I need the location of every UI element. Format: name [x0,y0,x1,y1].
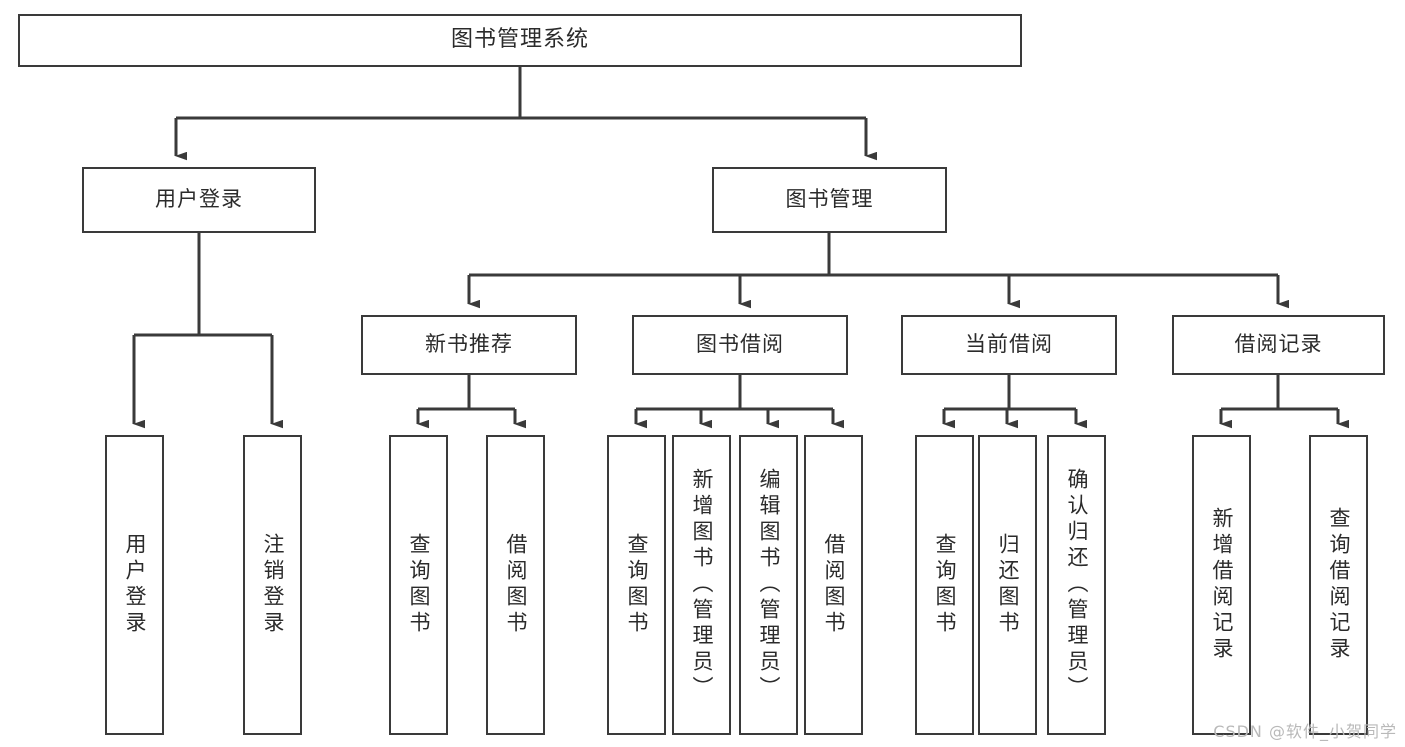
leaf-borrow-book-2-label: 借阅图书 [822,533,846,637]
leaf-query-book-2-label: 查询图书 [625,533,649,637]
leaf-borrow-book-2[interactable]: 借阅图书 [804,435,863,735]
node-book-borrow-label: 图书借阅 [696,332,784,357]
leaf-user-login-label: 用户登录 [123,533,147,637]
node-borrow-record-label: 借阅记录 [1234,332,1323,357]
leaf-query-book-1-label: 查询图书 [407,533,431,637]
node-current-borrow-label: 当前借阅 [965,332,1053,357]
leaf-add-book-label: 新增图书（管理员） [690,468,714,702]
leaf-query-record-label: 查询借阅记录 [1327,507,1351,663]
leaf-user-login[interactable]: 用户登录 [105,435,164,735]
node-current-borrow[interactable]: 当前借阅 [901,315,1117,375]
leaf-edit-book[interactable]: 编辑图书（管理员） [739,435,798,735]
leaf-return-book[interactable]: 归还图书 [978,435,1037,735]
node-user-login[interactable]: 用户登录 [82,167,316,233]
leaf-query-book-1[interactable]: 查询图书 [389,435,448,735]
node-book-manage-label: 图书管理 [785,187,874,212]
leaf-logout[interactable]: 注销登录 [243,435,302,735]
node-borrow-record[interactable]: 借阅记录 [1172,315,1385,375]
node-root[interactable]: 图书管理系统 [18,14,1022,67]
leaf-confirm-return-label: 确认归还（管理员） [1065,468,1089,702]
node-user-login-label: 用户登录 [155,187,243,212]
node-new-book-rec-label: 新书推荐 [425,332,513,357]
leaf-logout-label: 注销登录 [261,533,285,637]
leaf-query-book-3-label: 查询图书 [933,533,957,637]
leaf-query-book-2[interactable]: 查询图书 [607,435,666,735]
leaf-borrow-book-1-label: 借阅图书 [504,533,528,637]
leaf-add-book[interactable]: 新增图书（管理员） [672,435,731,735]
leaf-query-record[interactable]: 查询借阅记录 [1309,435,1368,735]
node-book-borrow[interactable]: 图书借阅 [632,315,848,375]
leaf-add-record[interactable]: 新增借阅记录 [1192,435,1251,735]
leaf-borrow-book-1[interactable]: 借阅图书 [486,435,545,735]
node-new-book-rec[interactable]: 新书推荐 [361,315,577,375]
watermark-text: CSDN @软件_小贺同学 [1213,722,1397,741]
node-book-manage[interactable]: 图书管理 [712,167,947,233]
leaf-add-record-label: 新增借阅记录 [1210,507,1234,663]
leaf-query-book-3[interactable]: 查询图书 [915,435,974,735]
leaf-return-book-label: 归还图书 [996,533,1020,637]
leaf-edit-book-label: 编辑图书（管理员） [757,468,781,702]
leaf-confirm-return[interactable]: 确认归还（管理员） [1047,435,1106,735]
node-root-label: 图书管理系统 [450,27,589,53]
